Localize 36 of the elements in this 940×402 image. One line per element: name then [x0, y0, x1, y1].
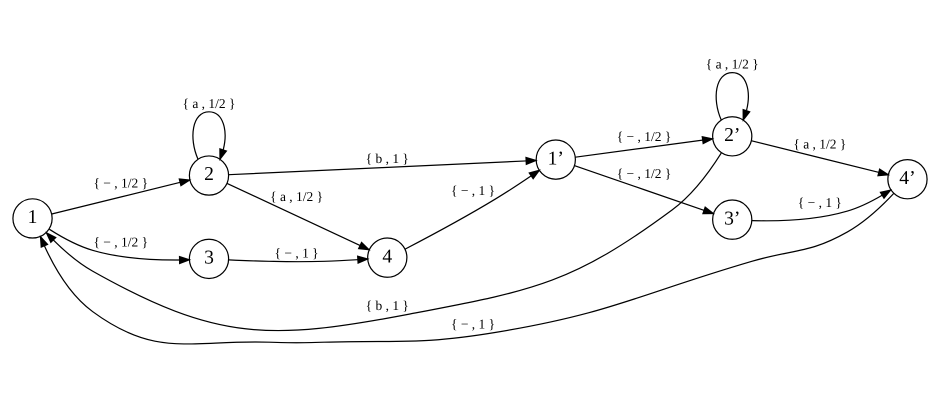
node-circle: 2 — [188, 154, 230, 196]
edge-label: { b , 1 } — [366, 150, 409, 166]
arrow — [574, 164, 716, 214]
arrow — [575, 135, 714, 158]
arrow — [226, 182, 371, 250]
arrow — [49, 228, 192, 264]
arrow — [40, 192, 894, 344]
arrow — [716, 72, 751, 122]
node-circle: 4 — [367, 236, 408, 278]
arrow — [751, 140, 890, 176]
edge-label: { − , 1 } — [798, 194, 842, 210]
edge-label: { a , 1/2 } — [182, 95, 236, 110]
edge-label: { − , 1/2 } — [93, 175, 148, 190]
arrow — [752, 188, 892, 221]
edge-label: { − , 1/2 } — [616, 165, 672, 180]
node-circle: 2’ — [712, 116, 752, 156]
arrow — [192, 110, 228, 160]
node-circle: 3’ — [712, 198, 752, 240]
node-circle: 1 — [12, 198, 53, 238]
edge-label: { − , 1/2 } — [616, 128, 672, 144]
arrow — [228, 254, 370, 264]
arrow — [45, 152, 722, 331]
node-circle: 4’ — [887, 158, 928, 199]
edge-label: { a , 1/2 } — [270, 188, 324, 204]
node-circle: 1’ — [536, 138, 576, 180]
edge-label: { − , 1 } — [274, 244, 319, 260]
edge-label: { − , 1 } — [451, 316, 496, 331]
edge-label: { − , 1/2 } — [93, 234, 148, 249]
arrow — [52, 178, 192, 214]
edge-label: { a , 1/2 } — [793, 136, 846, 151]
arrow — [228, 156, 538, 175]
edge-label: { b , 1 } — [366, 298, 409, 313]
edge-label: { − , 1 } — [451, 182, 496, 198]
node-circle: 3 — [188, 238, 230, 279]
arrow — [404, 168, 541, 250]
edge-label: { a , 1/2 } — [706, 56, 759, 72]
